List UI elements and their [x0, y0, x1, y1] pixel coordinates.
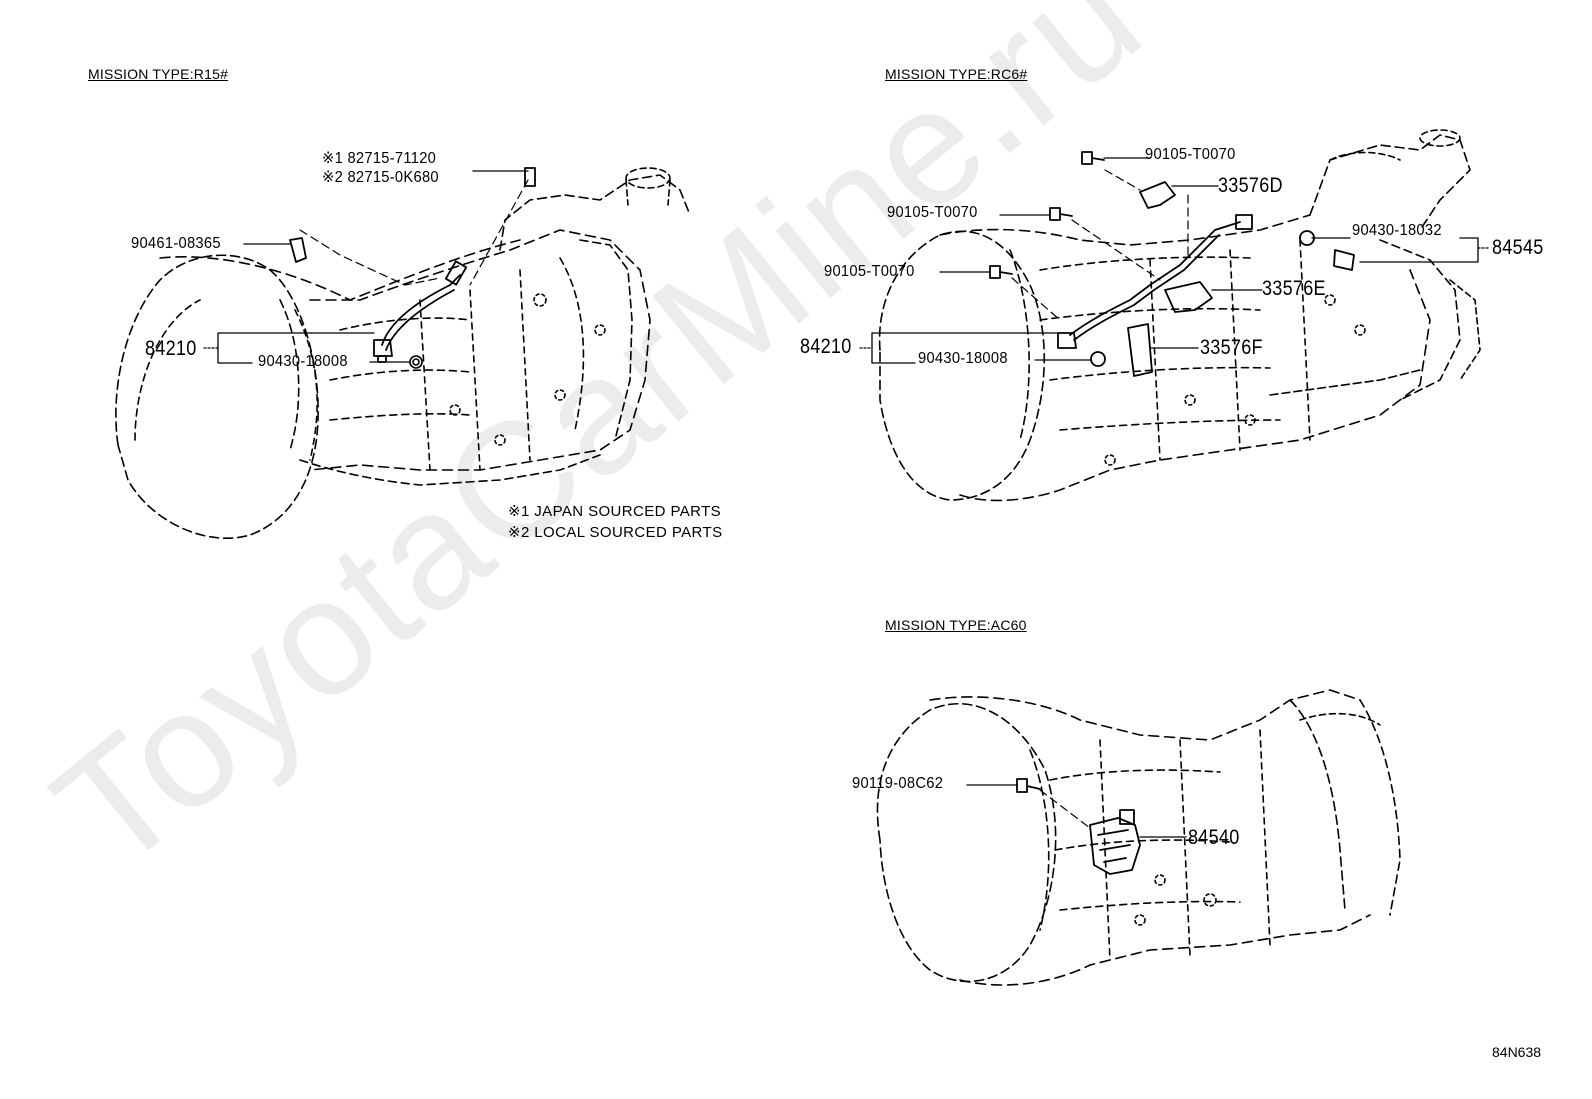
rc6-part-90105-low[interactable]: 90105-T0070: [824, 263, 915, 280]
rc6-bracket-d: [1139, 181, 1176, 209]
rc6-part-90430-18032[interactable]: 90430-18032: [1352, 222, 1442, 239]
r15-part-84210[interactable]: 84210: [145, 337, 197, 360]
rc6-part-90430-18008[interactable]: 90430-18008: [918, 350, 1008, 367]
rc6-bracket-e: [1164, 281, 1213, 313]
rc6-transmission-drawing: [878, 129, 1481, 502]
rc6-part-90105-mid[interactable]: 90105-T0070: [887, 204, 978, 221]
ac60-part-84540[interactable]: 84540: [1188, 826, 1240, 849]
rc6-switch-84545: [1333, 249, 1355, 271]
rc6-harness: [1069, 221, 1241, 336]
rc6-part-33576f[interactable]: 33576F: [1200, 336, 1263, 359]
rc6-gasket: [1090, 351, 1106, 367]
r15-part-82715-japan[interactable]: ※1 82715-71120: [322, 150, 437, 167]
r15-part-90461[interactable]: 90461-08365: [131, 235, 221, 252]
r15-part-90430-18008[interactable]: 90430-18008: [258, 353, 348, 370]
ac60-transmission-drawing: [876, 689, 1401, 986]
r15-transmission-drawing: [115, 167, 691, 539]
rc6-part-84545[interactable]: 84545: [1492, 236, 1544, 259]
note-japan-sourced: ※1 JAPAN SOURCED PARTS: [508, 503, 722, 520]
r15-section-title: MISSION TYPE:R15#: [88, 66, 229, 82]
rc6-bracket-f: [1127, 323, 1153, 377]
rc6-switch-84210: [1057, 332, 1077, 349]
r15-clamp: [289, 237, 307, 263]
ac60-sensor-84540: [1089, 817, 1141, 875]
diagram-code: 84N638: [1492, 1044, 1542, 1060]
ac60-part-90119[interactable]: 90119-08C62: [852, 775, 944, 792]
note-local-sourced: ※2 LOCAL SOURCED PARTS: [508, 524, 723, 541]
rc6-part-90105-top[interactable]: 90105-T0070: [1145, 146, 1236, 163]
rc6-part-33576d[interactable]: 33576D: [1218, 174, 1283, 197]
ac60-section-title: MISSION TYPE:AC60: [885, 617, 1027, 633]
r15-wire-harness: [381, 167, 536, 351]
rc6-part-33576e[interactable]: 33576E: [1262, 277, 1326, 300]
r15-gasket: [409, 355, 423, 369]
rc6-section-title: MISSION TYPE:RC6#: [885, 66, 1028, 82]
r15-part-82715-local[interactable]: ※2 82715-0K680: [322, 169, 439, 186]
rc6-part-84210[interactable]: 84210: [800, 335, 852, 358]
